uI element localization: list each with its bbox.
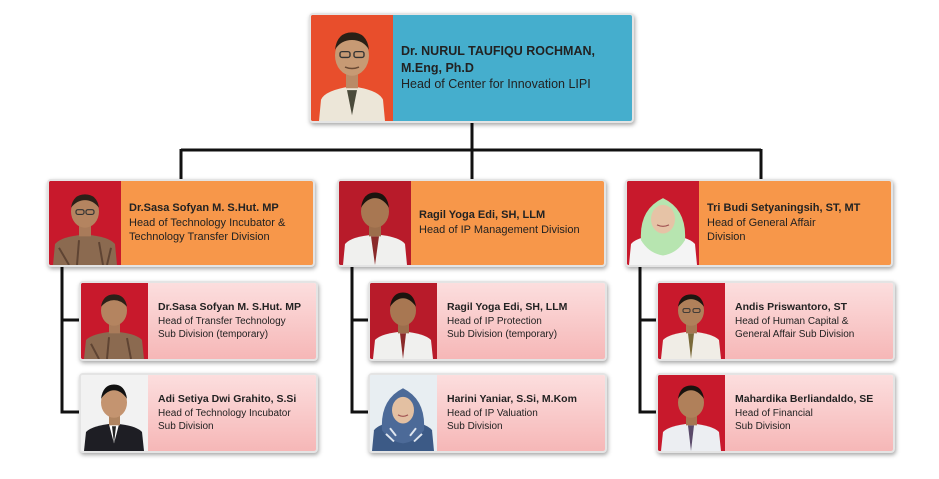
subdivision-card-financial: Mahardika Berliandaldo, SE Head of Finan… xyxy=(656,373,895,453)
subdivision-photo xyxy=(81,283,148,359)
subdivision-card-human-capital: Andis Priswantoro, ST Head of Human Capi… xyxy=(656,281,895,361)
subdivision-head-name: Harini Yaniar, S.Si, M.Kom xyxy=(447,393,577,406)
division-card-ip-management: Ragil Yoga Edi, SH, LLM Head of IP Manag… xyxy=(337,179,606,267)
subdivision-photo xyxy=(370,283,437,359)
subdivision-title-line1: Head of IP Valuation xyxy=(447,407,538,419)
subdivision-title-line2: Sub Division (temporary) xyxy=(158,329,269,341)
subdivision-title-line2: Sub Division (temporary) xyxy=(447,329,558,341)
division-photo xyxy=(49,181,121,265)
subdivision-photo xyxy=(81,375,148,451)
division-title-line1: Head of General Affair xyxy=(707,216,816,229)
subdivision-title-line2: General Affair Sub Division xyxy=(735,329,855,341)
subdivision-head-name: Adi Setiya Dwi Grahito, S.Si xyxy=(158,393,297,406)
division-card-technology: Dr.Sasa Sofyan M. S.Hut. MP Head of Tech… xyxy=(47,179,315,267)
subdivision-title-line2: Sub Division xyxy=(158,421,214,433)
subdivision-info: Adi Setiya Dwi Grahito, S.Si Head of Tec… xyxy=(148,375,316,451)
subdivision-title-line1: Head of IP Protection xyxy=(447,315,542,327)
subdivision-info: Mahardika Berliandaldo, SE Head of Finan… xyxy=(725,375,893,451)
connector-left-branch xyxy=(60,267,80,414)
division-head-name: Tri Budi Setyaningsih, ST, MT xyxy=(707,201,861,214)
division-head-name: Dr.Sasa Sofyan M. S.Hut. MP xyxy=(129,201,279,214)
subdivision-card-transfer-technology: Dr.Sasa Sofyan M. S.Hut. MP Head of Tran… xyxy=(79,281,318,361)
division-head-name: Ragil Yoga Edi, SH, LLM xyxy=(419,209,546,222)
division-title-line2: Division xyxy=(707,231,746,244)
subdivision-head-name: Andis Priswantoro, ST xyxy=(735,301,848,314)
subdivision-photo xyxy=(658,283,725,359)
subdivision-title-line1: Head of Financial xyxy=(735,407,813,419)
connector-right-branch xyxy=(638,267,657,414)
subdivision-head-name: Dr.Sasa Sofyan M. S.Hut. MP xyxy=(158,301,301,314)
subdivision-info: Harini Yaniar, S.Si, M.Kom Head of IP Va… xyxy=(437,375,605,451)
subdivision-title-line2: Sub Division xyxy=(735,421,791,433)
division-title-line2: Technology Transfer Division xyxy=(129,231,270,244)
division-info: Dr.Sasa Sofyan M. S.Hut. MP Head of Tech… xyxy=(121,181,313,265)
head-of-center-photo xyxy=(311,15,393,121)
subdivision-info: Andis Priswantoro, ST Head of Human Capi… xyxy=(725,283,893,359)
subdivision-photo xyxy=(370,375,437,451)
subdivision-photo xyxy=(658,375,725,451)
subdivision-head-name: Mahardika Berliandaldo, SE xyxy=(735,393,874,406)
subdivision-title-line1: Head of Technology Incubator xyxy=(158,407,291,419)
subdivision-info: Ragil Yoga Edi, SH, LLM Head of IP Prote… xyxy=(437,283,605,359)
division-title-line1: Head of Technology Incubator & xyxy=(129,216,286,229)
division-card-general-affair: Tri Budi Setyaningsih, ST, MT Head of Ge… xyxy=(625,179,893,267)
division-info: Ragil Yoga Edi, SH, LLM Head of IP Manag… xyxy=(411,181,604,265)
division-info: Tri Budi Setyaningsih, ST, MT Head of Ge… xyxy=(699,181,891,265)
head-of-center-name: Dr. NURUL TAUFIQU ROCHMAN, xyxy=(401,43,595,58)
connector-mid-branch xyxy=(350,267,369,414)
subdivision-card-ip-protection: Ragil Yoga Edi, SH, LLM Head of IP Prote… xyxy=(368,281,607,361)
subdivision-info: Dr.Sasa Sofyan M. S.Hut. MP Head of Tran… xyxy=(148,283,316,359)
division-photo xyxy=(627,181,699,265)
head-of-center-degree: M.Eng, Ph.D xyxy=(401,60,474,75)
subdivision-title-line2: Sub Division xyxy=(447,421,503,433)
division-photo xyxy=(339,181,411,265)
subdivision-head-name: Ragil Yoga Edi, SH, LLM xyxy=(447,301,568,314)
subdivision-title-line1: Head of Human Capital & xyxy=(735,315,849,327)
subdivision-card-technology-incubator: Adi Setiya Dwi Grahito, S.Si Head of Tec… xyxy=(79,373,318,453)
division-title-line1: Head of IP Management Division xyxy=(419,224,580,236)
head-of-center-card: Dr. NURUL TAUFIQU ROCHMAN, M.Eng, Ph.D H… xyxy=(309,13,634,123)
head-of-center-info: Dr. NURUL TAUFIQU ROCHMAN, M.Eng, Ph.D H… xyxy=(393,15,632,121)
subdivision-card-ip-valuation: Harini Yaniar, S.Si, M.Kom Head of IP Va… xyxy=(368,373,607,453)
head-of-center-title: Head of Center for Innovation LIPI xyxy=(401,77,591,92)
subdivision-title-line1: Head of Transfer Technology xyxy=(158,315,286,327)
